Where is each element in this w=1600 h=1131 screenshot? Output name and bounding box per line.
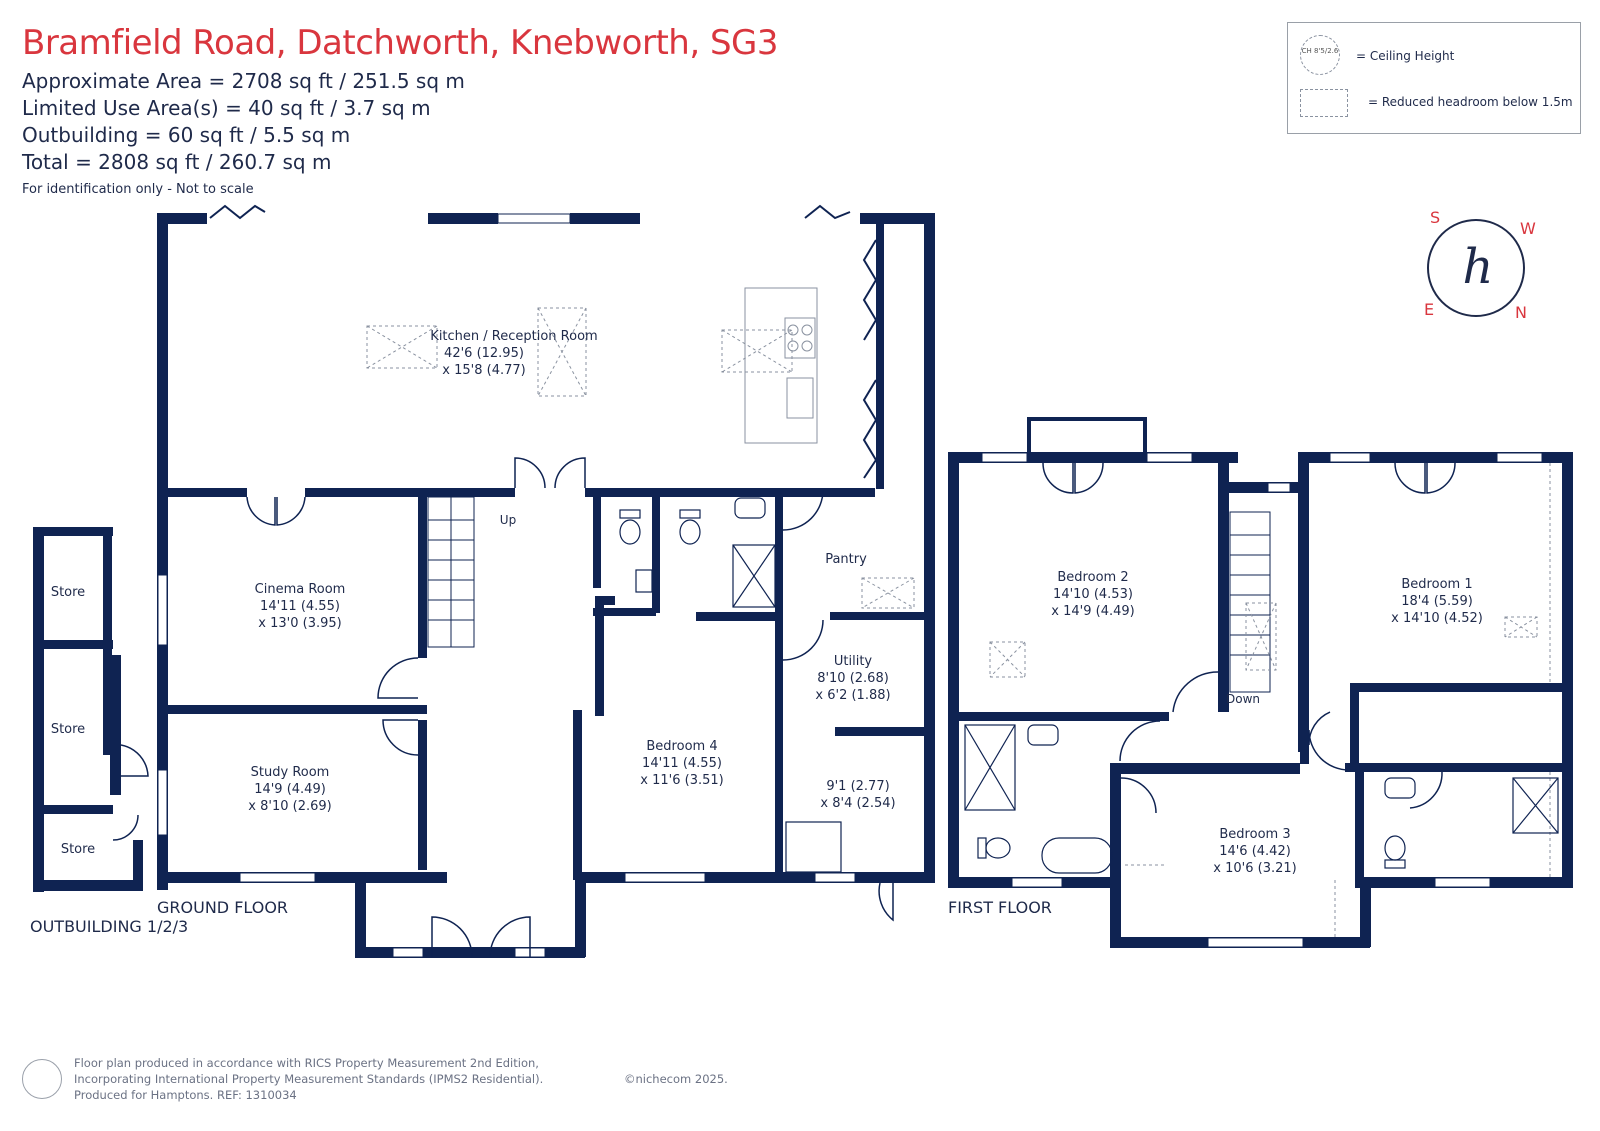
property-title: Bramfield Road, Datchworth, Knebworth, S…	[22, 23, 779, 63]
first-windows	[981, 452, 1543, 948]
bedroom4-name: Bedroom 4	[646, 739, 717, 754]
first-sanitary	[964, 724, 1559, 874]
ground-stairs	[427, 496, 475, 648]
garage-dim1: 9'1 (2.77)	[826, 779, 889, 794]
kitchen-dim2: x 15'8 (4.77)	[442, 363, 525, 378]
first-door-swings	[1042, 462, 1456, 814]
stair-down-label: Down	[1226, 692, 1260, 706]
floor-labels: GROUND FLOOR OUTBUILDING 1/2/3 FIRST FLO…	[30, 898, 1052, 936]
ground-sanitary	[619, 497, 842, 873]
compass-w: W	[1520, 219, 1536, 238]
utility-name: Utility	[834, 654, 873, 669]
compass-monogram: h	[1463, 239, 1494, 295]
reduced-headroom-icon	[1300, 89, 1348, 117]
outbuilding-walls	[33, 527, 143, 892]
first-floor-label: FIRST FLOOR	[948, 898, 1052, 917]
scale-note: For identification only - Not to scale	[22, 182, 254, 197]
skylights	[366, 307, 915, 609]
outbuilding-area: Outbuilding = 60 sq ft / 5.5 sq m	[22, 123, 351, 147]
ceiling-height-label: = Ceiling Height	[1356, 49, 1455, 63]
utility-dim1: 8'10 (2.68)	[817, 671, 889, 686]
study-dim2: x 8'10 (2.69)	[248, 799, 331, 814]
first-stairs	[1229, 511, 1271, 693]
footer-line-2: Incorporating International Property Mea…	[74, 1072, 544, 1086]
room-labels: Kitchen / Reception Room 42'6 (12.95) x …	[51, 329, 1483, 876]
bedroom3-dim1: 14'6 (4.42)	[1219, 844, 1291, 859]
door-swings	[246, 457, 894, 958]
bedroom4-dim2: x 11'6 (3.51)	[640, 773, 723, 788]
bedroom2-dim1: 14'10 (4.53)	[1053, 587, 1133, 602]
rics-logo-icon	[22, 1059, 62, 1099]
bedroom2-name: Bedroom 2	[1057, 570, 1128, 585]
legend-box: CH 8'5/2.6 = Ceiling Height = Reduced he…	[1287, 22, 1581, 134]
header: Bramfield Road, Datchworth, Knebworth, S…	[22, 22, 779, 197]
first-reduced-headroom	[989, 463, 1551, 937]
bedroom1-name: Bedroom 1	[1401, 577, 1472, 592]
study-dim1: 14'9 (4.49)	[254, 782, 326, 797]
compass-s: S	[1430, 208, 1440, 227]
cinema-dim2: x 13'0 (3.95)	[258, 616, 341, 631]
cinema-dim1: 14'11 (4.55)	[260, 599, 340, 614]
store-label-3: Store	[61, 842, 95, 857]
bedroom2-dim2: x 14'9 (4.49)	[1051, 604, 1134, 619]
stair-up-label: Up	[500, 513, 516, 527]
store-label-2: Store	[51, 722, 85, 737]
bedroom3-dim2: x 10'6 (3.21)	[1213, 861, 1296, 876]
compass: h S W N E	[1424, 208, 1536, 322]
footer-line-1: Floor plan produced in accordance with R…	[74, 1056, 539, 1070]
reduced-headroom-label: = Reduced headroom below 1.5m	[1368, 95, 1573, 109]
bedroom3-name: Bedroom 3	[1219, 827, 1290, 842]
ground-floor-walls	[157, 213, 935, 958]
limited-use-area: Limited Use Area(s) = 40 sq ft / 3.7 sq …	[22, 96, 431, 120]
pantry-name: Pantry	[825, 552, 867, 567]
total-area: Total = 2808 sq ft / 260.7 sq m	[22, 150, 332, 174]
outbuilding-doors	[112, 744, 149, 841]
footer-line-3: Produced for Hamptons. REF: 1310034	[74, 1088, 297, 1102]
bifold-doors	[209, 204, 878, 479]
bedroom4-dim1: 14'11 (4.55)	[642, 756, 722, 771]
compass-ring	[1427, 219, 1525, 317]
approx-area: Approximate Area = 2708 sq ft / 251.5 sq…	[22, 69, 465, 93]
compass-e: E	[1424, 300, 1434, 319]
bedroom1-dim1: 18'4 (5.59)	[1401, 594, 1473, 609]
cinema-name: Cinema Room	[255, 582, 346, 597]
kitchen-island	[744, 287, 818, 444]
garage-dim2: x 8'4 (2.54)	[820, 796, 895, 811]
ground-floor-label: GROUND FLOOR	[157, 898, 288, 917]
utility-dim2: x 6'2 (1.88)	[815, 688, 890, 703]
compass-n: N	[1515, 303, 1527, 322]
kitchen-name: Kitchen / Reception Room	[430, 329, 597, 344]
outbuilding-label: OUTBUILDING 1/2/3	[30, 917, 188, 936]
store-label-1: Store	[51, 585, 85, 600]
study-name: Study Room	[251, 765, 330, 780]
footer-text: Floor plan produced in accordance with R…	[74, 1055, 728, 1103]
bedroom1-dim2: x 14'10 (4.52)	[1391, 611, 1483, 626]
ceiling-height-icon: CH 8'5/2.6	[1300, 35, 1340, 75]
footer-copyright: ©nichecom 2025.	[624, 1072, 728, 1086]
kitchen-dim1: 42'6 (12.95)	[444, 346, 524, 361]
